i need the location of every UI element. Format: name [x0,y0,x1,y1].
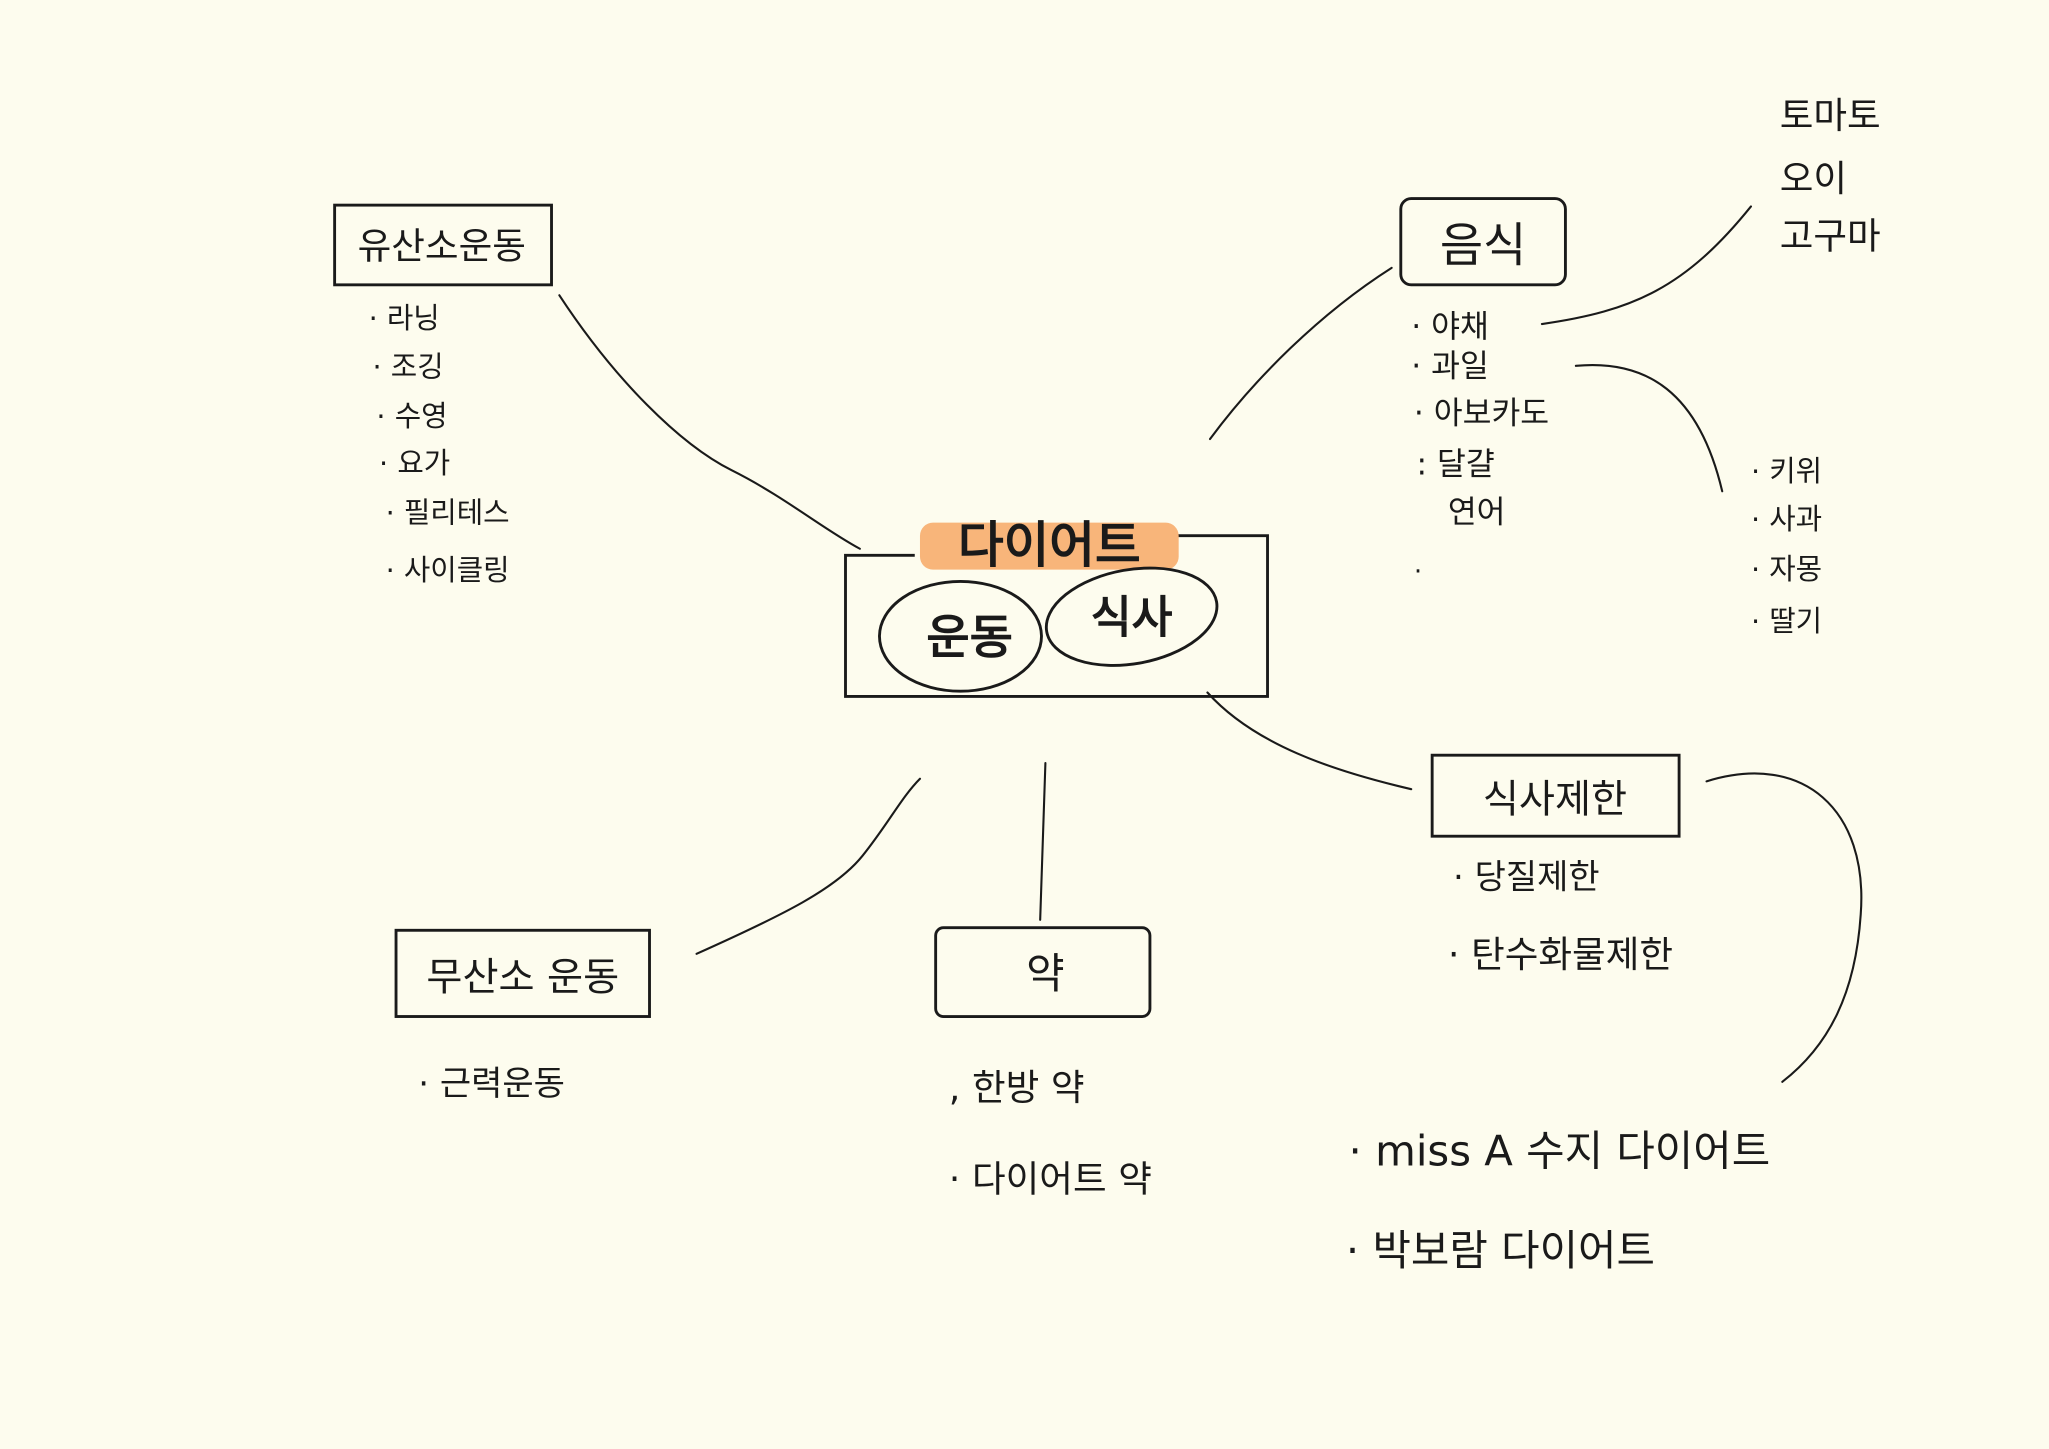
list-item: · 아보카도 [1414,395,1549,431]
diet-limit-box [1430,753,1681,838]
list-item: · 사이클링 [386,553,510,587]
list-item: · 탄수화물제한 [1448,933,1673,976]
center-box [844,534,1269,698]
list-item: · 딸기 [1751,604,1822,638]
connector-celebrity [1705,772,1863,1083]
exercise-ellipse [878,579,1043,693]
food-box [1399,197,1567,287]
food-title: 음식 [1440,218,1527,273]
list-item: · 조깅 [373,349,444,383]
list-item: : 달걀 [1416,446,1494,482]
list-item: · 야채 [1411,309,1489,345]
list-item: · 수영 [376,399,447,433]
list-item: · 키위 [1751,454,1822,488]
list-item: · 라닝 [369,301,440,335]
list-item: · 다이어트 약 [949,1158,1152,1201]
list-item: · miss A 수지 다이어트 [1349,1126,1771,1175]
title-highlight [919,522,1179,570]
list-item: 오이 [1780,157,1847,200]
connector-fruits [1574,364,1724,493]
list-item: · 필리테스 [386,496,510,530]
medicine-box [934,926,1152,1018]
diet-limit-title: 식사제한 [1483,778,1627,823]
anaerobic-title: 무산소 운동 [426,955,619,1000]
connector-medicine [1039,761,1047,921]
connector-vegetables [1540,205,1753,326]
list-item: · 박보람 다이어트 [1346,1226,1655,1275]
list-item: 연어 [1448,495,1506,531]
list-item: · 근력운동 [418,1064,565,1104]
exercise-label: 운동 [926,610,1013,665]
meal-label: 식사 [1091,592,1173,643]
connector-aerobic [558,294,861,550]
list-item: · 사과 [1751,502,1822,536]
list-item: · 과일 [1411,348,1489,384]
center-title: 다이어트 [958,516,1141,574]
list-item: · 당질제한 [1453,857,1600,897]
connector-diet-limit [1206,691,1413,791]
list-item: 토마토 [1780,94,1881,137]
list-item: · 요가 [379,446,450,480]
anaerobic-box [394,928,651,1018]
medicine-title: 약 [1026,949,1064,998]
list-item: , 한방 약 [949,1066,1085,1109]
list-item: 고구마 [1780,214,1881,257]
bullet: · [1414,557,1422,587]
aerobic-box [333,203,553,287]
connector-anaerobic [695,777,922,955]
connector-food [1208,266,1393,441]
aerobic-title: 유산소운동 [358,225,526,268]
meal-ellipse [1044,566,1219,667]
list-item: · 자몽 [1751,552,1822,586]
